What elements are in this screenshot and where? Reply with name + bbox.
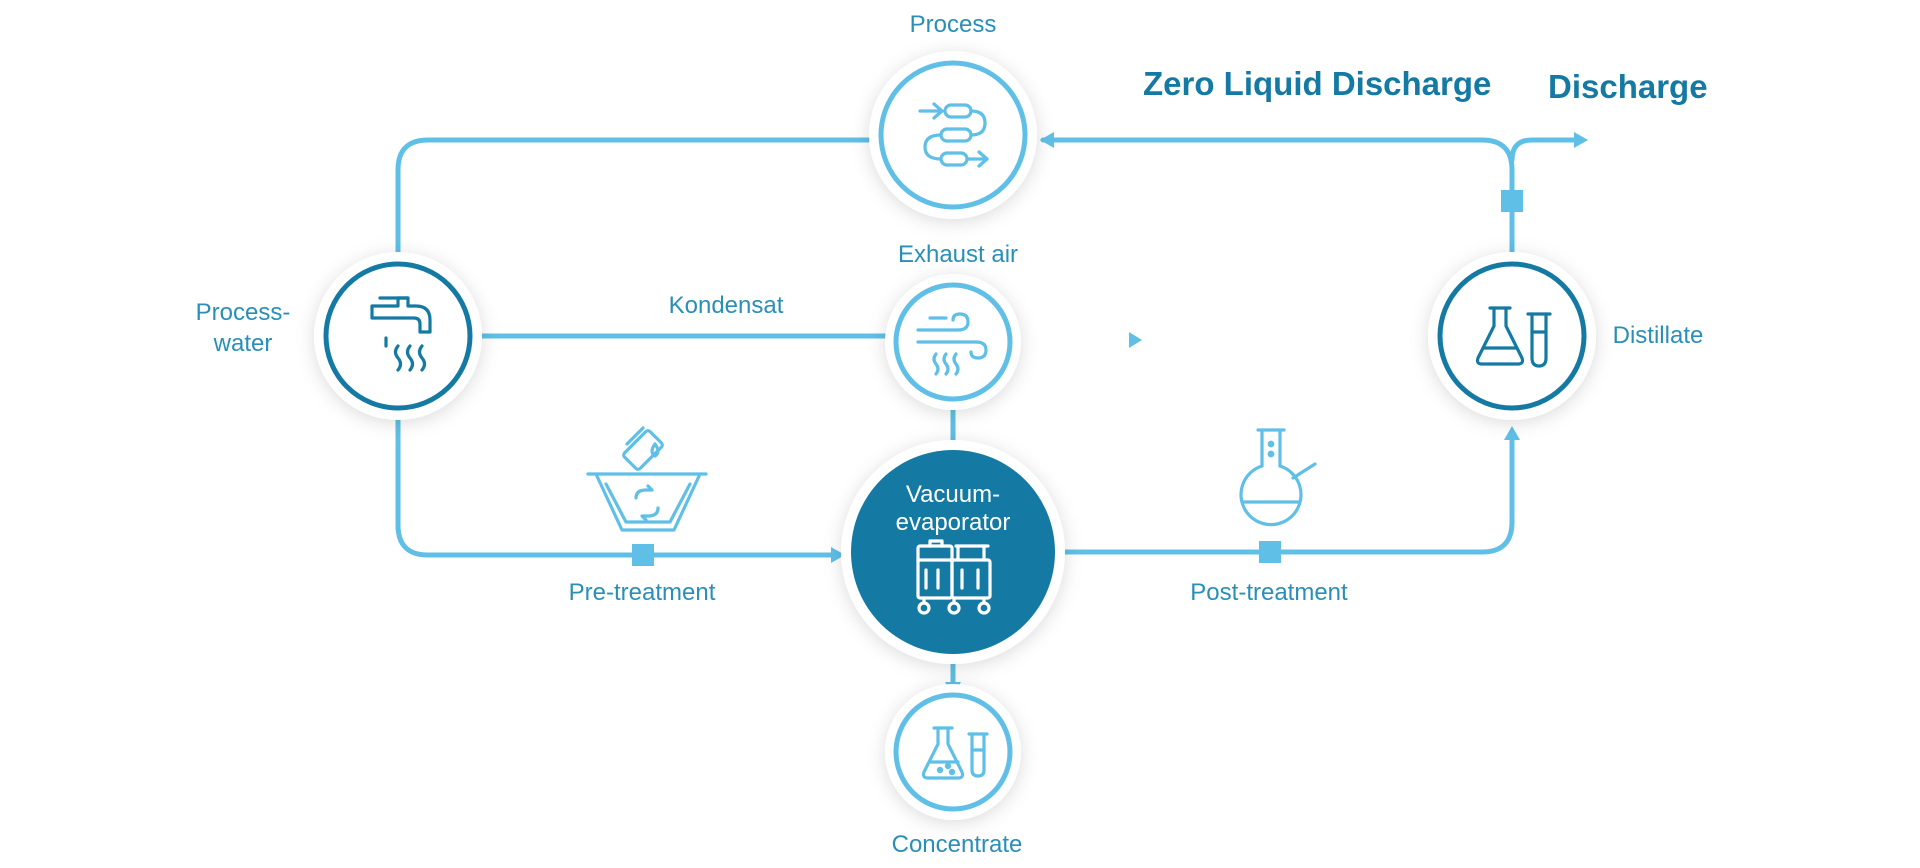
valve-post-treatment xyxy=(1259,541,1281,563)
basin-chemicals-icon xyxy=(586,426,708,532)
label-distillate: Distillate xyxy=(1613,322,1704,349)
node-process-water xyxy=(314,252,482,420)
valve-distillate xyxy=(1501,190,1523,212)
pipe-posttreatment-to-distillate xyxy=(1041,431,1515,555)
label-post-treatment: Post-treatment xyxy=(1190,579,1348,606)
arrow-into-distillate xyxy=(1504,426,1520,440)
node-concentrate xyxy=(885,684,1021,820)
arrow-into-process xyxy=(1040,132,1054,148)
round-bottom-flask-icon xyxy=(1239,428,1317,527)
label-kondensat: Kondensat xyxy=(669,292,784,319)
valves xyxy=(632,190,1523,566)
label-process-water-2: water xyxy=(213,330,273,357)
node-process xyxy=(869,51,1037,219)
vacuum-evaporator-label-2: evaporator xyxy=(896,509,1011,536)
label-process: Process xyxy=(910,11,997,38)
pipe-discharge-branch xyxy=(1509,137,1581,163)
valve-pre-treatment xyxy=(632,544,654,566)
heat-exchanger-coil-icon xyxy=(918,102,989,168)
label-process-water-1: Process- xyxy=(196,299,291,326)
wind-steam-icon xyxy=(916,312,988,376)
label-concentrate: Concentrate xyxy=(892,831,1023,858)
arrow-into-evaporator xyxy=(831,547,845,563)
header-zero-liquid-discharge: Zero Liquid Discharge xyxy=(1143,65,1491,102)
label-exhaust-air: Exhaust air xyxy=(898,241,1018,268)
flask-test-tube-sediment-icon xyxy=(921,726,989,780)
header-discharge: Discharge xyxy=(1548,68,1708,105)
arrow-discharge xyxy=(1574,132,1588,148)
pipe-water-to-pretreatment xyxy=(395,397,841,558)
arrow-exhaust-out xyxy=(1129,332,1142,348)
evaporator-unit-icon xyxy=(916,539,992,615)
pipe-recycle-top xyxy=(1040,137,1515,273)
label-pre-treatment: Pre-treatment xyxy=(569,579,716,606)
pipe-process-to-water xyxy=(395,137,895,267)
faucet-hot-water-icon xyxy=(370,296,432,372)
flask-test-tube-icon xyxy=(1475,306,1552,368)
node-exhaust-air xyxy=(885,274,1021,410)
node-distillate xyxy=(1428,252,1596,420)
flow-pipes xyxy=(395,137,1581,691)
vacuum-evaporator-label-1: Vacuum- xyxy=(906,481,1000,508)
node-vacuum-evaporator: Vacuum- evaporator xyxy=(841,440,1065,664)
